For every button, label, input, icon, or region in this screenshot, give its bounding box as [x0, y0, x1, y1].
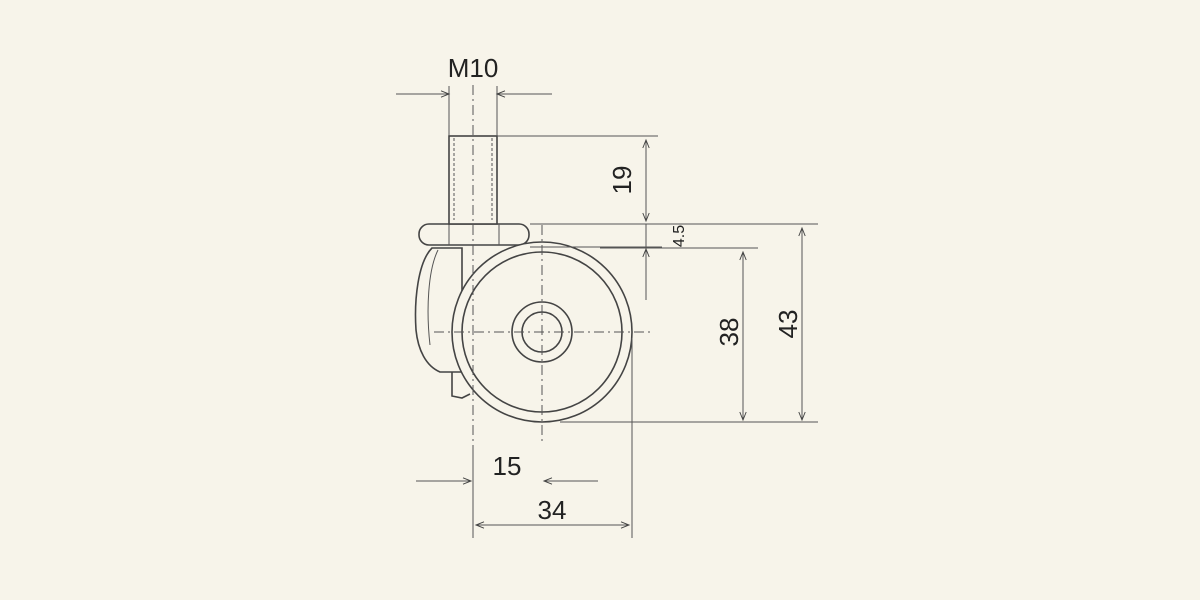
fork-inner-edge — [427, 249, 439, 346]
wheel-diameter-label: 38 — [714, 318, 744, 347]
dimension-stem-length: 19 — [497, 135, 658, 225]
plate-thickness-label: 4.5 — [671, 225, 688, 247]
dimension-total-width: 34 — [472, 338, 633, 538]
fork-housing — [414, 247, 463, 373]
dimension-total-height: 43 — [530, 223, 818, 422]
stem-length-label: 19 — [607, 166, 637, 195]
dimension-offset: 15 — [416, 451, 598, 485]
hub-outer — [511, 301, 573, 363]
swivel-plate — [418, 223, 530, 246]
dimension-thread: M10 — [396, 53, 552, 136]
brake-tab — [451, 372, 471, 399]
caster-part — [414, 85, 650, 445]
total-width-label: 34 — [538, 495, 567, 525]
total-height-label: 43 — [773, 310, 803, 339]
offset-label: 15 — [493, 451, 522, 481]
thread-size-label: M10 — [448, 53, 499, 83]
dimension-plate-thickness: 4.5 — [530, 224, 688, 300]
dimension-wheel-diameter: 38 — [560, 247, 818, 423]
